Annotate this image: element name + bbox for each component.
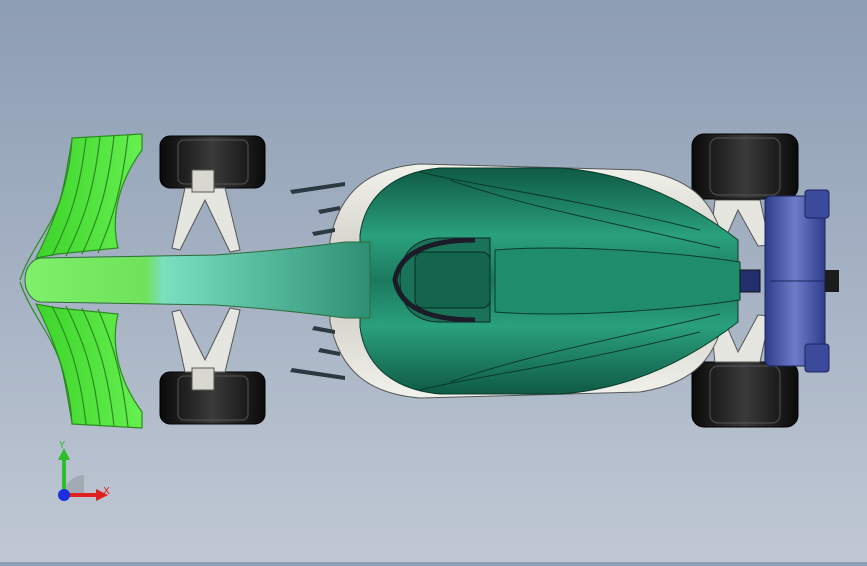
body-contours	[419, 171, 736, 391]
rear-wing[interactable]	[739, 189, 839, 373]
y-axis-label: Y	[59, 440, 66, 451]
rear-left-tire[interactable]	[691, 133, 799, 200]
coordinate-triad: Y X	[44, 440, 116, 510]
bargeboard-vanes	[290, 182, 345, 380]
x-axis-head	[96, 489, 108, 501]
x-axis-label: X	[103, 486, 110, 497]
cockpit-halo	[392, 237, 491, 323]
z-axis-dot	[58, 489, 70, 501]
y-axis-head	[58, 448, 70, 460]
front-wing[interactable]	[19, 133, 143, 429]
front-suspension	[171, 169, 241, 391]
engine-cover	[494, 247, 741, 315]
nose-cone	[24, 241, 371, 319]
rear-right-tire[interactable]	[691, 361, 799, 428]
